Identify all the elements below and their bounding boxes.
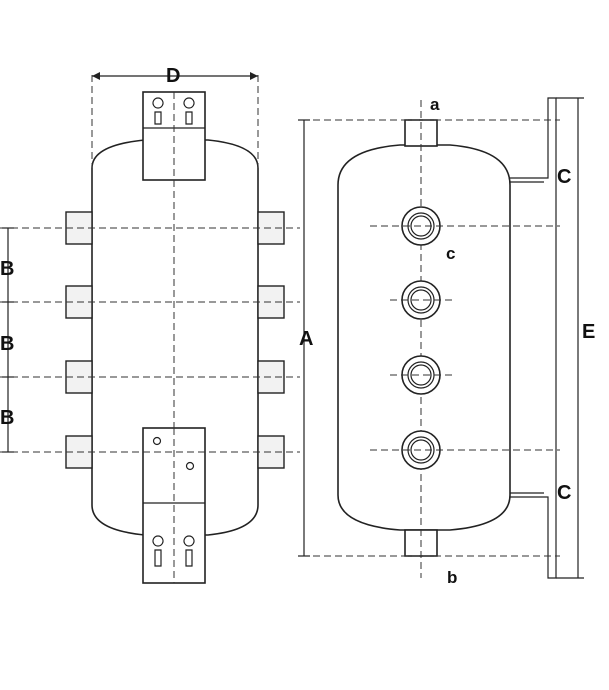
label-b-3: B [0,407,14,429]
face-port-centerlines [370,225,560,451]
vessel-body-side [337,144,511,531]
label-d: D [166,65,180,87]
label-e: E [582,321,595,343]
top-mounting-bracket [142,91,206,181]
d-dimension [92,72,258,80]
label-b-1: B [0,258,14,280]
front-view [0,72,300,584]
port-centerlines [0,227,300,453]
side-view [298,97,584,579]
label-c-top: C [557,166,571,188]
a-dimension [298,119,310,557]
label-a-nozzle: a [430,95,440,114]
bottom-mounting-bracket [142,427,206,584]
vessel-body-front [91,139,259,536]
label-b-2: B [0,333,14,355]
label-c-port: c [446,244,455,263]
e-dimension [556,97,584,579]
label-c-bottom: C [557,482,571,504]
wall-bracket-profile [510,97,557,579]
label-b-nozzle: b [447,568,457,587]
label-a: A [299,328,313,350]
b-dimension [2,227,14,453]
